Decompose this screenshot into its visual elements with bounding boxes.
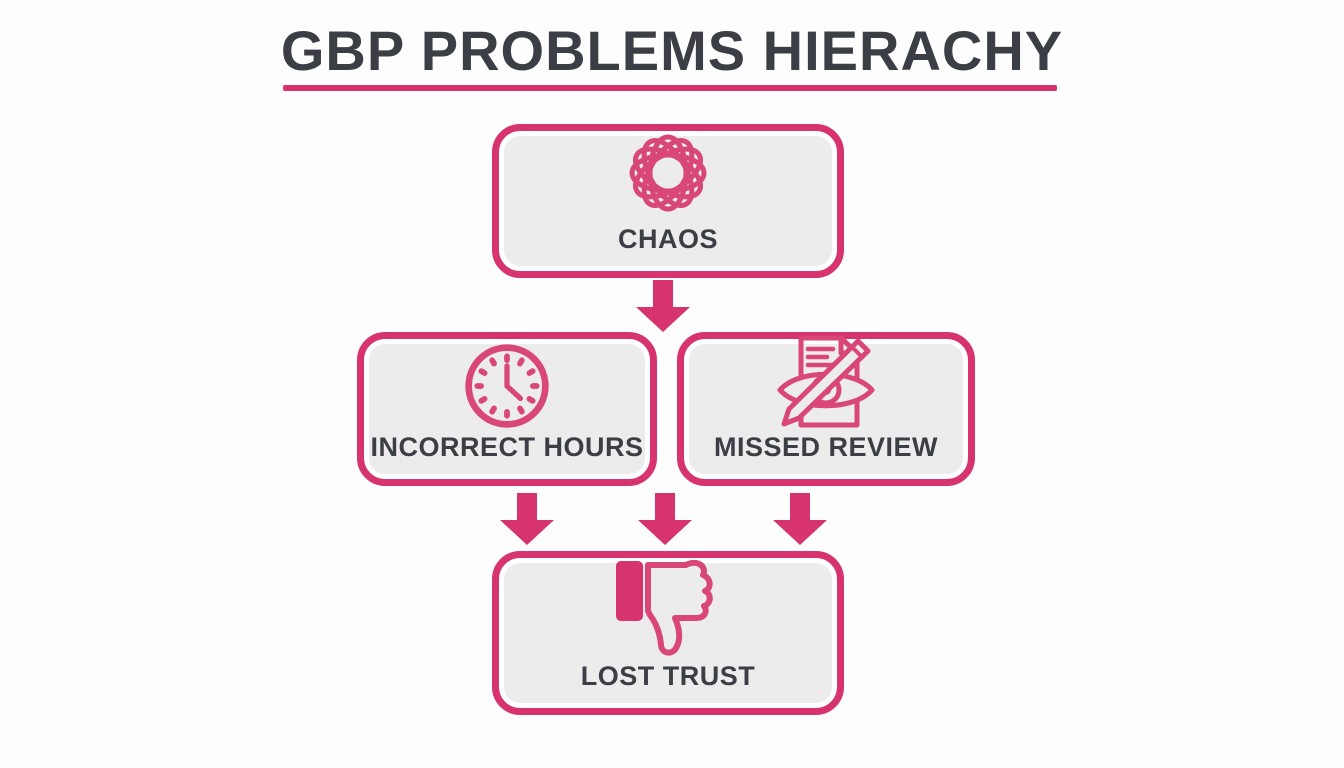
- thumbs-down-icon: [607, 547, 729, 661]
- node-missed-review: MISSED REVIEW: [677, 332, 975, 486]
- node-incorrect-hours-label: INCORRECT HOURS: [370, 432, 644, 462]
- arrow-down-icon: [773, 493, 827, 545]
- arrow-down-icon: [636, 280, 690, 332]
- missed-review-icon: [770, 324, 882, 432]
- node-chaos-label: CHAOS: [617, 224, 718, 254]
- node-chaos: CHAOS: [492, 124, 844, 278]
- chaos-scribble-icon: [597, 118, 739, 224]
- node-lost-trust-label: LOST TRUST: [580, 661, 756, 691]
- node-missed-review-label: MISSED REVIEW: [713, 432, 939, 462]
- node-lost-trust: LOST TRUST: [492, 551, 844, 715]
- clock-icon: [461, 332, 553, 432]
- title-underline: [283, 85, 1057, 91]
- page-title: GBP PROBLEMS HIERACHY: [280, 19, 1064, 82]
- arrow-down-icon: [638, 493, 692, 545]
- node-incorrect-hours: INCORRECT HOURS: [357, 332, 657, 486]
- arrow-down-icon: [500, 493, 554, 545]
